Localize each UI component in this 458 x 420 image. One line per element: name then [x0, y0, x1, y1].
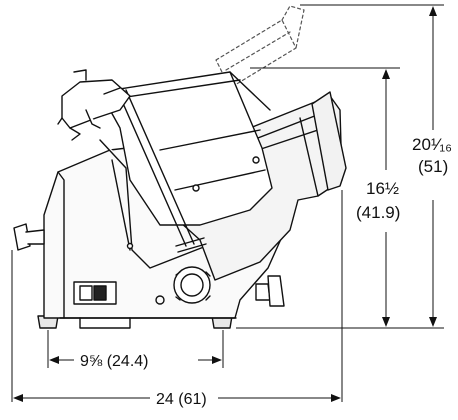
pusher-arm — [311, 91, 347, 191]
thickness-knob — [173, 266, 211, 304]
arrow-base-left — [49, 356, 59, 364]
power-switch — [73, 281, 117, 305]
total-width-label: 24 (61) — [156, 391, 207, 408]
base-width-label: 9⅝ (24.4) — [80, 353, 148, 370]
arrow-body-top — [382, 69, 390, 79]
handle-raised-dashed — [215, 5, 305, 89]
arrow-body-bottom — [382, 317, 390, 327]
dimension-lines — [11, 4, 444, 402]
body-height-imperial: 16½ — [366, 179, 399, 198]
arrow-total-top — [429, 6, 437, 16]
base-recess — [79, 317, 131, 329]
left-knob — [13, 223, 45, 251]
arrow-total-bottom — [429, 317, 437, 327]
arrow-total-right — [331, 394, 341, 402]
arrowheads — [13, 6, 437, 402]
total-height-imperial: 20¹⁄₁₆ — [412, 135, 452, 154]
top-handle-assembly — [57, 69, 131, 141]
arrow-total-left — [13, 394, 23, 402]
total-height-metric: (51) — [418, 157, 448, 176]
body-height-metric: (41.9) — [356, 203, 400, 222]
bolt — [155, 295, 165, 305]
right-knob — [255, 275, 285, 307]
blade-arm — [117, 89, 207, 253]
arrow-base-right — [212, 356, 222, 364]
product-tray — [99, 71, 273, 250]
